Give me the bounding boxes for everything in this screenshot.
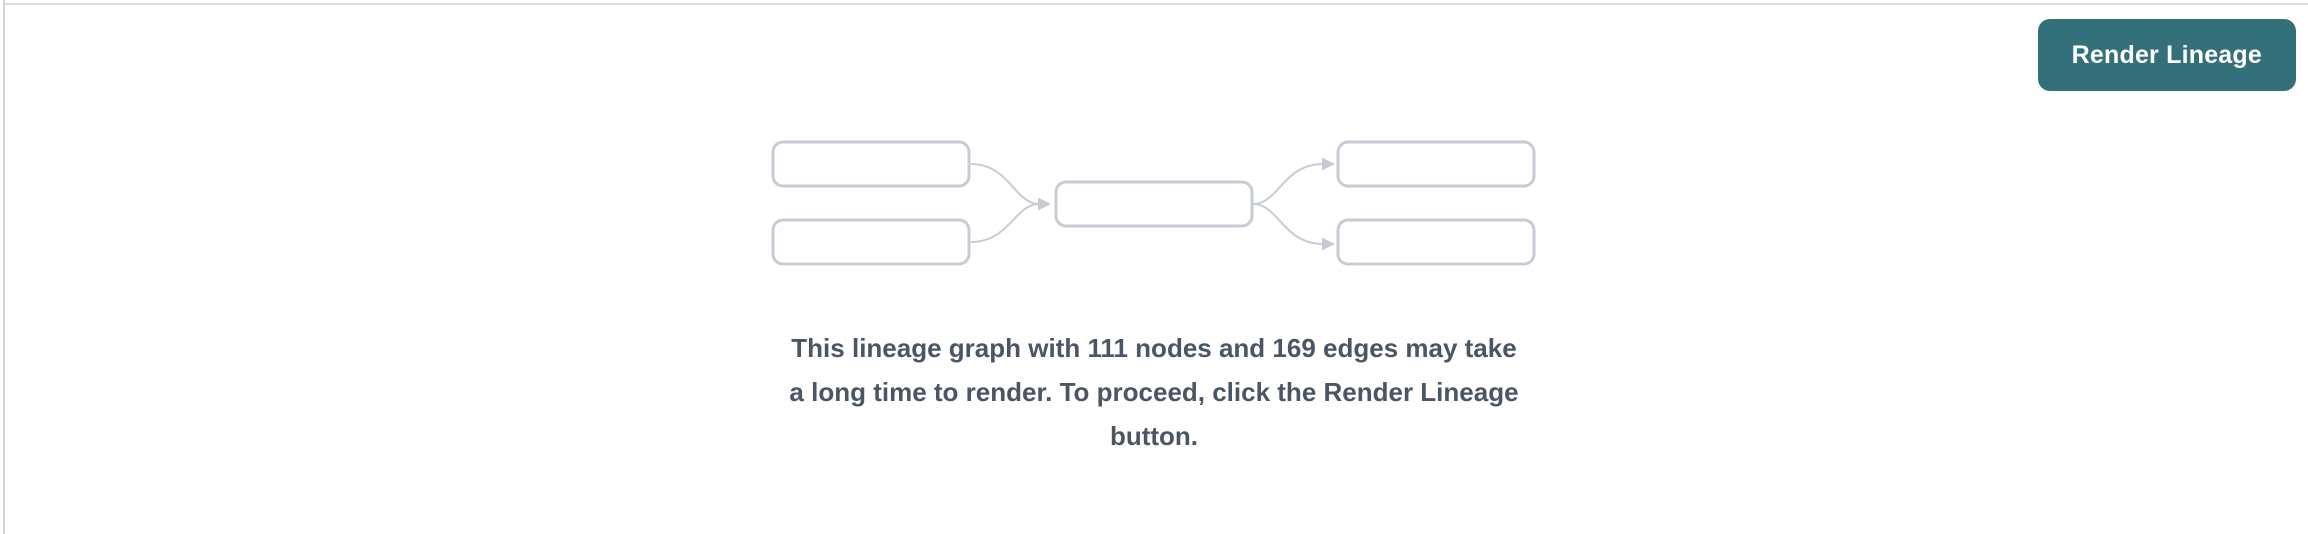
arrowhead-icon bbox=[1038, 197, 1051, 211]
panel-top-divider bbox=[3, 3, 2308, 5]
preview-node bbox=[1336, 140, 1536, 188]
render-notice-line: a long time to render. To proceed, click… bbox=[789, 377, 1519, 407]
preview-node bbox=[771, 218, 971, 266]
preview-edge bbox=[970, 203, 1040, 243]
lineage-placeholder: This lineage graph with 111 nodes and 16… bbox=[769, 138, 1539, 458]
lineage-preview-graphic bbox=[771, 140, 1536, 266]
preview-node bbox=[1054, 180, 1254, 228]
render-notice-line: This lineage graph with 111 nodes and 16… bbox=[791, 333, 1517, 363]
preview-edge bbox=[1252, 163, 1324, 205]
render-notice: This lineage graph with 111 nodes and 16… bbox=[789, 326, 1518, 458]
arrowhead-icon bbox=[1322, 237, 1335, 251]
panel-left-divider bbox=[3, 0, 5, 534]
render-notice-line: button. bbox=[1109, 421, 1199, 451]
render-lineage-button[interactable]: Render Lineage bbox=[2037, 19, 2296, 91]
preview-node bbox=[771, 140, 971, 188]
preview-edge bbox=[970, 163, 1040, 205]
arrowhead-icon bbox=[1322, 157, 1335, 171]
preview-node bbox=[1336, 218, 1536, 266]
preview-edge bbox=[1252, 203, 1324, 245]
